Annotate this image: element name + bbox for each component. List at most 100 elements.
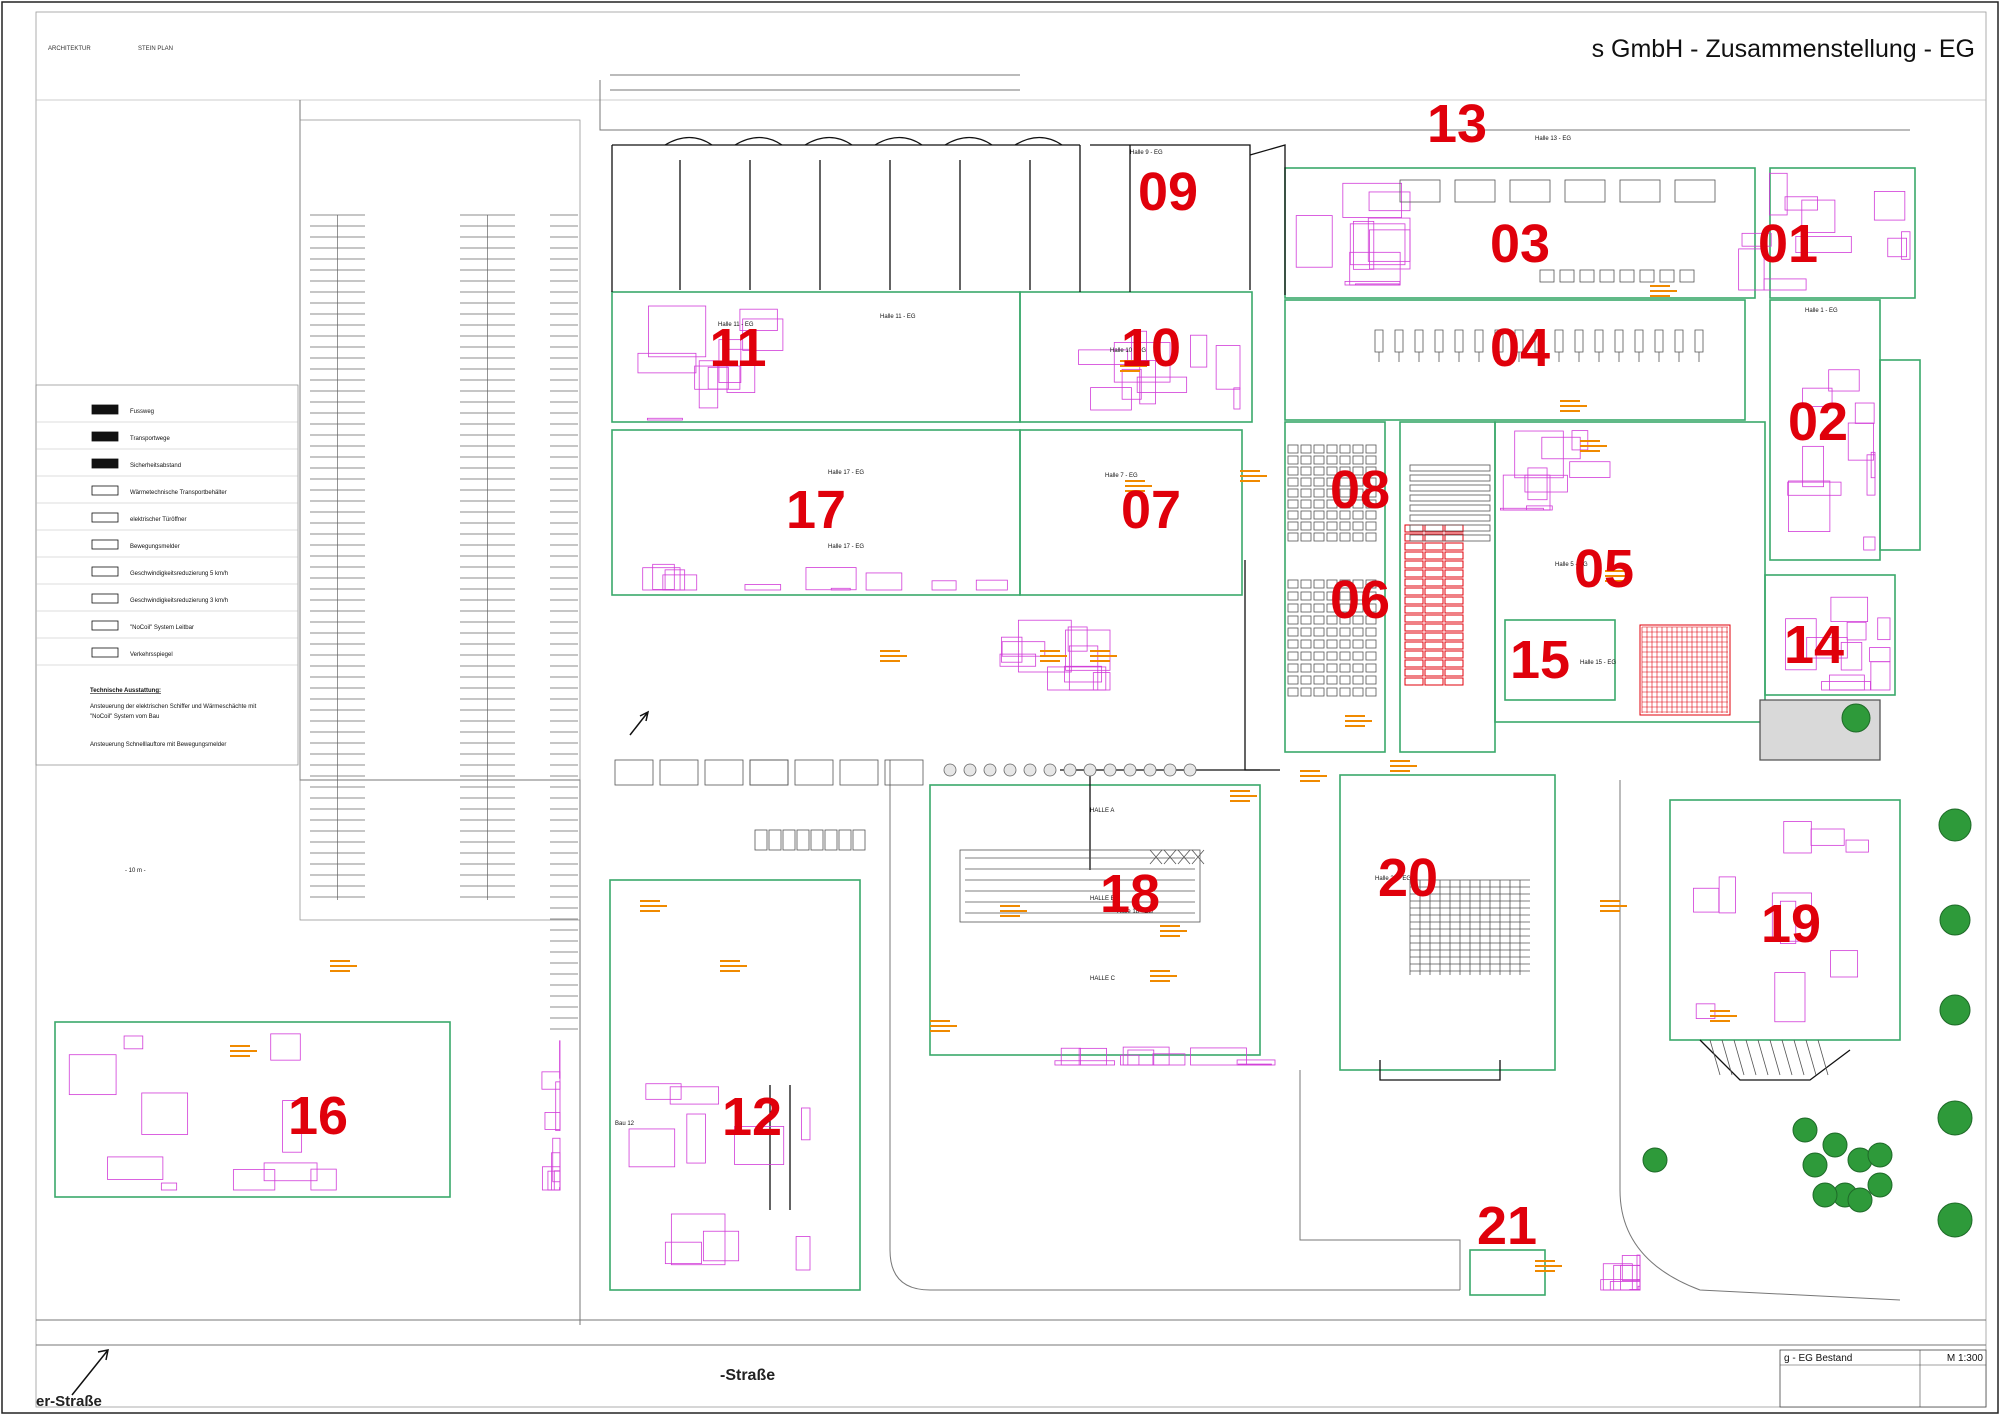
rack-cell — [1404, 650, 1424, 659]
equipment-block — [1559, 269, 1575, 283]
shelf-cell — [1326, 532, 1338, 542]
shelf-cell — [1300, 603, 1312, 613]
room — [1352, 220, 1375, 270]
room — [555, 1081, 561, 1132]
annotation-line — [230, 1045, 250, 1047]
shelf-cell — [1326, 444, 1338, 454]
shelf-cell — [1287, 675, 1299, 685]
shelf-cell — [1287, 444, 1299, 454]
cross-mark — [1191, 849, 1205, 865]
legend-symbol — [91, 566, 119, 577]
shelf-cell — [1365, 499, 1377, 509]
room — [646, 417, 683, 421]
room — [1136, 376, 1188, 393]
annotation-line — [720, 965, 747, 967]
room — [801, 1107, 811, 1141]
building-number-12: 12 — [722, 1087, 782, 1147]
hatch-line — [1733, 1039, 1745, 1076]
hatch-line — [1721, 1039, 1733, 1076]
shelf-cell — [1326, 499, 1338, 509]
building-number-05: 05 — [1574, 539, 1634, 599]
hall-label: Halle 15 - EG — [1580, 660, 1616, 666]
shelf-cell — [1352, 466, 1364, 476]
equipment-circle — [1163, 763, 1177, 777]
street-name-bottom-left: er-Straße — [36, 1393, 102, 1410]
legend-tech-line-3: Ansteuerung Schnelllauftore mit Bewegung… — [90, 742, 226, 748]
annotation-line — [1230, 790, 1250, 792]
room — [975, 579, 1008, 591]
shelf-cell — [1300, 444, 1312, 454]
room — [1064, 665, 1103, 683]
room — [1121, 368, 1142, 400]
title-block: g - EG Bestand M 1:300 — [1779, 1349, 1987, 1408]
annotation-line — [1160, 935, 1180, 937]
building-number-13: 13 — [1427, 94, 1487, 154]
shelf-cell — [1287, 477, 1299, 487]
cross-mark — [1149, 849, 1163, 865]
shelf-cell — [1313, 627, 1325, 637]
vessel — [1394, 329, 1404, 362]
tree — [1822, 1132, 1848, 1158]
shelf-cell — [1365, 675, 1377, 685]
equipment-circle — [1183, 763, 1197, 777]
equipment-block — [1619, 269, 1635, 283]
shelf-cell — [1326, 488, 1338, 498]
equipment — [614, 179, 1829, 1076]
annotation-line — [1125, 490, 1145, 492]
shelf-cell — [1365, 603, 1377, 613]
annotation-line — [1535, 1260, 1555, 1262]
annotation-line — [640, 905, 667, 907]
room — [744, 584, 782, 591]
legend-item-label: Geschwindigkeitsreduzierung 5 km/h — [130, 571, 228, 577]
tank-block — [1619, 179, 1661, 203]
hall-label: Halle 17 - EG — [828, 544, 864, 550]
bay-block — [794, 759, 834, 786]
shelf-cell — [1365, 455, 1377, 465]
rack-cell — [1444, 560, 1464, 569]
room — [160, 1182, 178, 1191]
annotation-line — [1090, 655, 1117, 657]
shelf-cell — [1313, 663, 1325, 673]
room — [1233, 387, 1241, 410]
shelf-cell — [1313, 477, 1325, 487]
room — [1830, 950, 1859, 978]
hall-label: Halle 18 - EG — [1117, 909, 1153, 915]
vessel — [1574, 329, 1584, 362]
room — [1847, 422, 1874, 461]
annotation-line — [1040, 655, 1067, 657]
cross-mark — [1177, 849, 1191, 865]
building-number-09: 09 — [1138, 162, 1198, 222]
tree — [1939, 904, 1971, 936]
room — [999, 653, 1037, 667]
bay-block — [768, 829, 782, 851]
room-lines — [68, 172, 1911, 1291]
building-number-17: 17 — [786, 480, 846, 540]
shelf-cell — [1339, 639, 1351, 649]
rack-cell — [1404, 641, 1424, 650]
vessel — [1494, 329, 1504, 362]
shelf-cell — [1300, 615, 1312, 625]
room — [1078, 349, 1129, 365]
equipment-block — [1539, 269, 1555, 283]
annotation-line — [1650, 285, 1670, 287]
equipment-circle — [1023, 763, 1037, 777]
hall-label: Halle 11 - EG — [880, 314, 916, 320]
tree — [1812, 1182, 1838, 1208]
room — [1802, 445, 1824, 488]
shelf-cell — [1326, 615, 1338, 625]
annotation-line — [880, 660, 900, 662]
room — [670, 1213, 726, 1266]
hall-label: HALLE B — [1090, 896, 1115, 902]
hatch-line — [1757, 1039, 1769, 1076]
room — [702, 1230, 740, 1262]
tree — [1802, 1152, 1828, 1178]
rack-cell — [1444, 659, 1464, 668]
room — [642, 567, 681, 591]
building-number-02: 02 — [1788, 392, 1848, 452]
scale-bar: - 10 m - — [125, 868, 146, 874]
building-number-21: 21 — [1477, 1196, 1537, 1256]
room — [1355, 283, 1400, 286]
equipment-circle — [1063, 763, 1077, 777]
shelf-cell — [1287, 521, 1299, 531]
shelf-cell — [1339, 510, 1351, 520]
